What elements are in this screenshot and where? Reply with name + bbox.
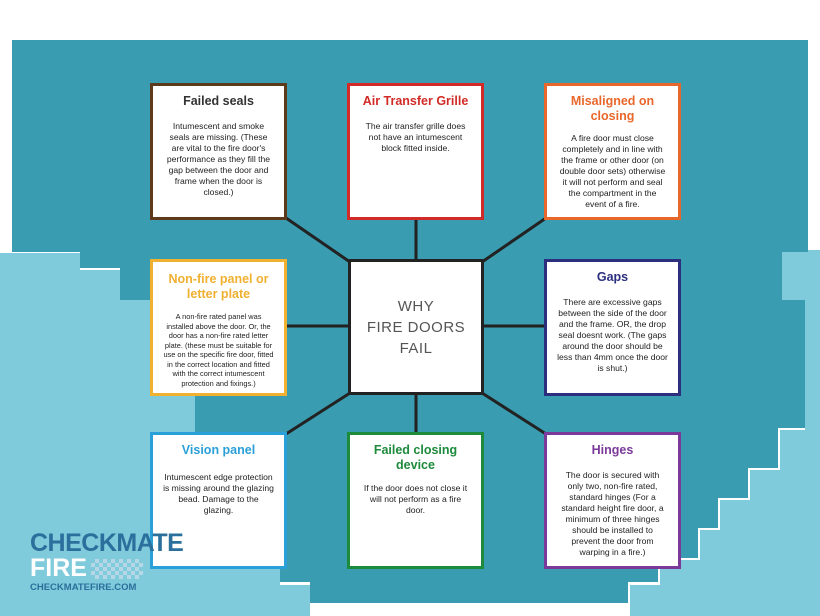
checker-pattern-icon [90, 558, 143, 579]
connector-lines [285, 216, 547, 436]
connector-misaligned [481, 216, 547, 264]
box-hinges: Hinges The door is secured with only two… [544, 432, 681, 569]
connector-hinges [481, 391, 547, 436]
box-title: Air Transfer Grille [362, 94, 469, 108]
box-body: The door is secured with only two, non-f… [561, 470, 664, 557]
box-body: Intumescent edge protection is missing a… [163, 472, 274, 515]
box-title: Non-fire panel or letter plate [168, 272, 269, 301]
connector-failed-seals [285, 216, 351, 264]
box-body: Intumescent and smoke seals are missing.… [166, 121, 271, 197]
box-air-transfer-grille: Air Transfer Grille The air transfer gri… [347, 83, 484, 220]
box-title: Gaps [596, 270, 629, 284]
box-body: The air transfer grille does not have an… [365, 121, 466, 153]
box-body: A fire door must close completely and in… [559, 133, 666, 209]
checkmate-fire-logo: CHECKMATE FIRE CHECKMATEFIRE.COM [30, 529, 184, 594]
connector-vision-panel [285, 391, 351, 436]
box-body: A non-fire rated panel was installed abo… [163, 312, 274, 388]
box-title: Hinges [591, 443, 634, 457]
box-title: Vision panel [181, 443, 256, 457]
center-box: WHY FIRE DOORS FAIL [348, 259, 484, 395]
box-gaps: Gaps There are excessive gaps between th… [544, 259, 681, 396]
box-body: If the door does not close it will not p… [363, 483, 468, 515]
box-failed-seals: Failed seals Intumescent and smoke seals… [150, 83, 287, 220]
logo-line-2: FIRE [30, 554, 87, 582]
box-title: Failed seals [183, 94, 254, 108]
box-misaligned-on-closing: Misaligned on closing A fire door must c… [544, 83, 681, 220]
logo-line-1: CHECKMATE [30, 529, 184, 557]
box-title: Misaligned on closing [570, 94, 655, 123]
box-title: Failed closing device [373, 443, 458, 472]
background-light-steps-right [630, 250, 820, 616]
center-title: WHY FIRE DOORS FAIL [366, 297, 466, 357]
box-failed-closing-device: Failed closing device If the door does n… [347, 432, 484, 569]
box-vision-panel: Vision panel Intumescent edge protection… [150, 432, 287, 569]
logo-url: CHECKMATEFIRE.COM [30, 582, 137, 593]
box-body: There are excessive gaps between the sid… [557, 297, 668, 373]
box-non-fire-panel: Non-fire panel or letter plate A non-fir… [150, 259, 287, 396]
